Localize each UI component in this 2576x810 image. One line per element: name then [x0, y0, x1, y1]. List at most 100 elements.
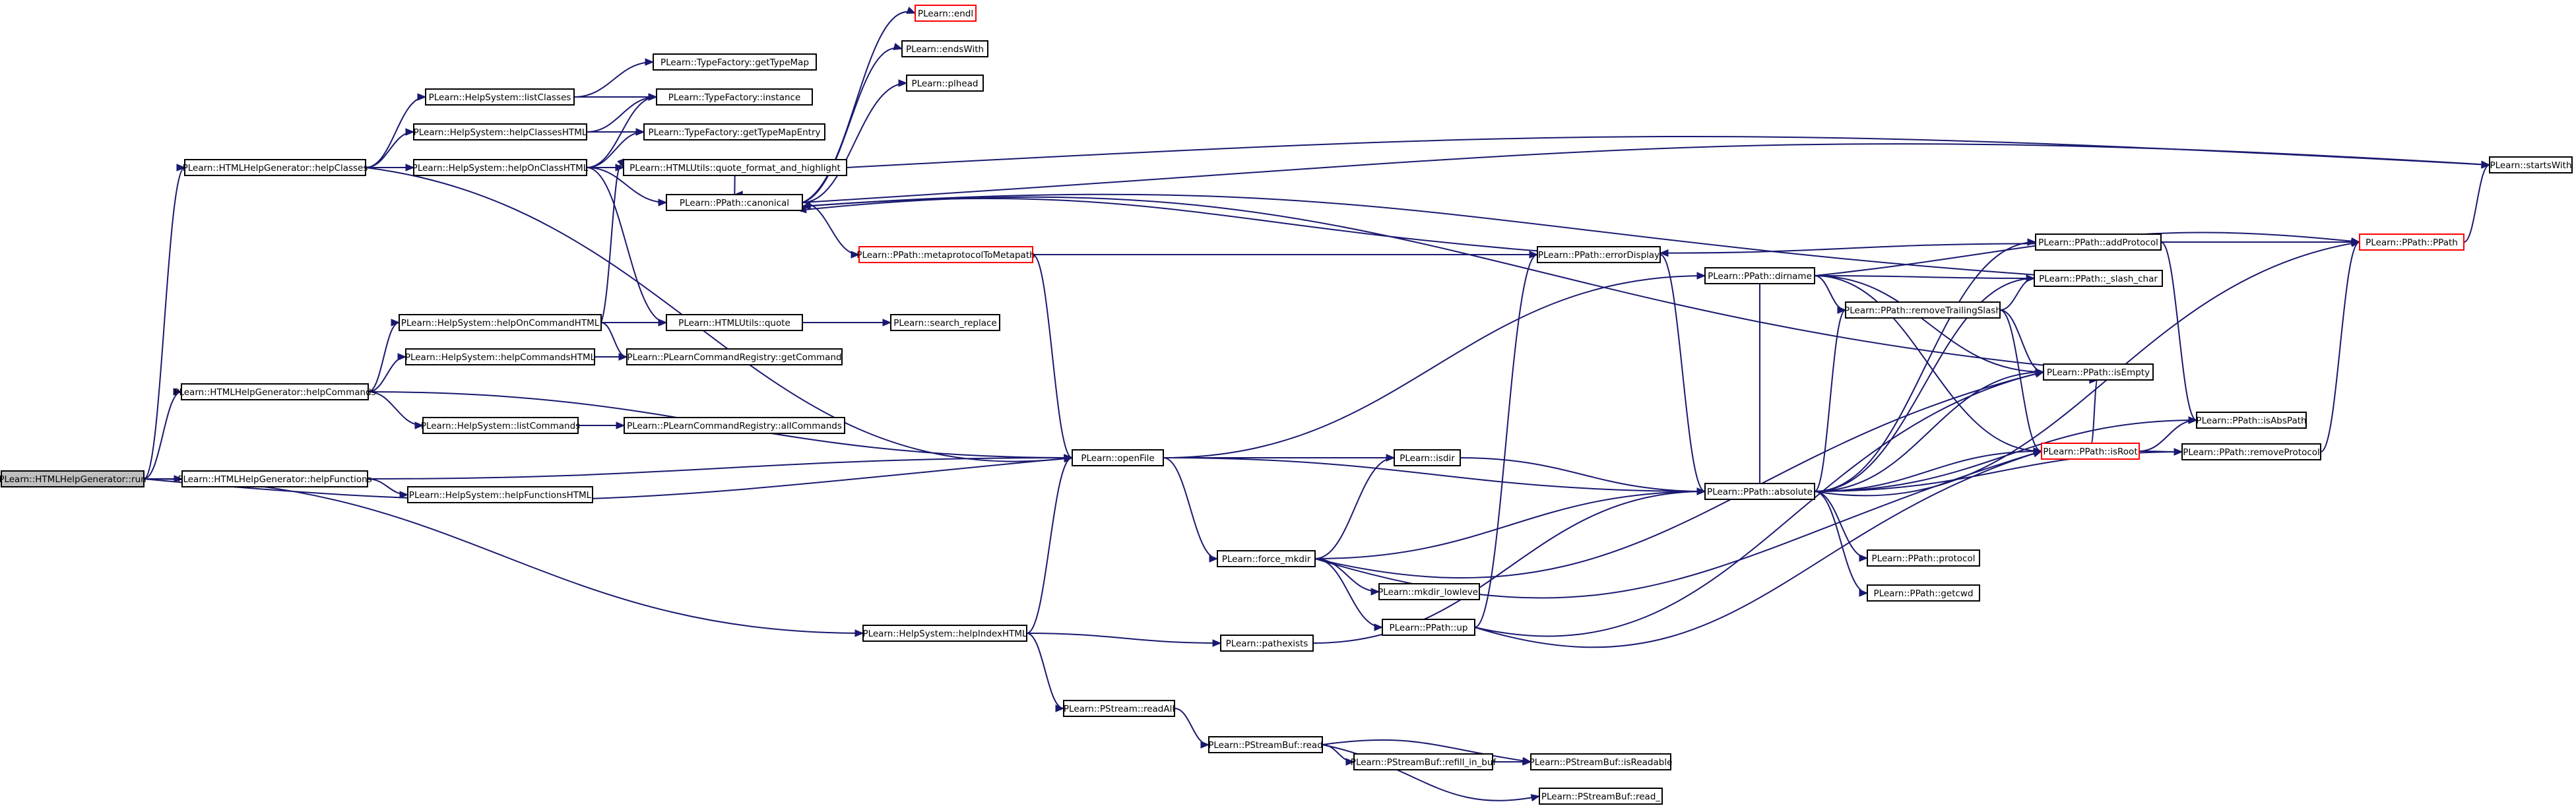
node-label: PLearn::PPath::getcwd — [1873, 588, 1973, 599]
arrowhead — [1696, 272, 1706, 280]
call-edge — [1322, 739, 1531, 763]
node-readAll[interactable]: PLearn::PStream::readAll — [1063, 700, 1175, 717]
node-addProtocol[interactable]: PLearn::PPath::addProtocol — [2035, 234, 2162, 251]
node-label: PLearn::PPath::metaprotocolToMetapath — [856, 250, 1035, 261]
call-edge — [1474, 254, 1538, 628]
node-isAbsPath[interactable]: PLearn::PPath::isAbsPath — [2196, 412, 2307, 429]
node-box — [422, 417, 579, 434]
node-box — [413, 123, 587, 140]
node-endl[interactable]: PLearn::endl — [915, 5, 977, 22]
node-protocol[interactable]: PLearn::PPath::protocol — [1867, 549, 1980, 567]
node-psb_read[interactable]: PLearn::PStreamBuf::read — [1208, 736, 1323, 753]
node-isReadable[interactable]: PLearn::PStreamBuf::isReadable — [1530, 753, 1673, 770]
node-pathexists[interactable]: PLearn::pathexists — [1220, 635, 1314, 652]
node-isRoot[interactable]: PLearn::PPath::isRoot — [2041, 443, 2140, 460]
arrowhead — [2481, 161, 2491, 169]
call-edge — [1026, 457, 1073, 634]
node-box — [623, 159, 847, 176]
node-force_mkdir[interactable]: PLearn::force_mkdir — [1217, 550, 1316, 567]
call-edge — [802, 82, 907, 203]
node-helpClasses[interactable]: PLearn::HTMLHelpGenerator::helpClasses — [183, 159, 368, 176]
node-endsWith[interactable]: PLearn::endsWith — [901, 40, 988, 57]
node-label: PLearn::force_mkdir — [1222, 554, 1311, 565]
node-label: PLearn::PPath::isRoot — [2043, 447, 2137, 457]
node-slash_char[interactable]: PLearn::PPath::_slash_char — [2034, 270, 2163, 287]
node-getcwd[interactable]: PLearn::PPath::getcwd — [1867, 584, 1980, 602]
node-startsWith[interactable]: PLearn::startsWith — [2489, 156, 2573, 173]
arrowhead — [1859, 589, 1869, 597]
node-getCommand[interactable]: PLearn::PLearnCommandRegistry::getComman… — [626, 348, 843, 365]
node-box — [1537, 246, 1661, 263]
arrowhead — [618, 353, 628, 361]
node-quote[interactable]: PLearn::HTMLUtils::quote — [666, 314, 803, 331]
node-run[interactable]: PLearn::HTMLHelpGenerator::run — [0, 470, 146, 487]
node-removeTrailingSlash[interactable]: PLearn::PPath::removeTrailingSlash — [1844, 301, 2001, 319]
node-helpFunctionsHTML[interactable]: PLearn::HelpSystem::helpFunctionsHTML — [407, 486, 593, 503]
node-helpFunctions[interactable]: PLearn::HTMLHelpGenerator::helpFunctions — [177, 470, 372, 487]
node-canonical[interactable]: PLearn::PPath::canonical — [666, 194, 803, 211]
call-edge — [368, 322, 400, 392]
call-edge — [1314, 457, 1395, 559]
node-helpIndexHTML[interactable]: PLearn::HelpSystem::helpIndexHTML — [862, 625, 1027, 642]
node-allCommands[interactable]: PLearn::PLearnCommandRegistry::allComman… — [624, 417, 845, 434]
node-box — [181, 383, 369, 400]
node-isdir[interactable]: PLearn::isdir — [1394, 449, 1461, 466]
node-mkdir_lowlevel[interactable]: PLearn::mkdir_lowlevel — [1378, 583, 1481, 600]
arrowhead — [2027, 238, 2037, 246]
arrowhead — [658, 199, 668, 206]
node-listClasses[interactable]: PLearn::HelpSystem::listClasses — [425, 88, 575, 106]
call-edge — [1814, 275, 1846, 311]
node-dirname[interactable]: PLearn::PPath::dirname — [1704, 267, 1815, 284]
arrowhead — [414, 421, 424, 429]
node-helpOnClassHTML[interactable]: PLearn::HelpSystem::helpOnClassHTML — [412, 159, 589, 176]
node-isEmpty[interactable]: PLearn::PPath::isEmpty — [2043, 363, 2154, 381]
call-edge — [802, 11, 916, 203]
call-edge — [2160, 241, 2197, 421]
node-PPath[interactable]: PLearn::PPath::PPath — [2359, 234, 2464, 251]
node-box — [1867, 549, 1980, 567]
function-nodes: PLearn::HTMLHelpGenerator::run PLearn::HT… — [0, 5, 2573, 805]
node-box — [1063, 700, 1175, 717]
node-metaprotocol[interactable]: PLearn::PPath::metaprotocolToMetapath — [856, 246, 1035, 263]
arrowhead — [893, 42, 903, 50]
node-absolute[interactable]: PLearn::PPath::absolute — [1704, 483, 1815, 500]
call-edge — [1032, 254, 1073, 458]
node-helpClassesHTML[interactable]: PLearn::HelpSystem::helpClassesHTML — [413, 123, 587, 140]
node-getTypeMap[interactable]: PLearn::TypeFactory::getTypeMap — [653, 53, 817, 71]
node-helpCommands[interactable]: PLearn::HTMLHelpGenerator::helpCommands — [174, 383, 376, 400]
node-getTypeMapEntry[interactable]: PLearn::TypeFactory::getTypeMapEntry — [643, 123, 825, 140]
node-box — [405, 348, 595, 365]
node-box — [858, 246, 1033, 263]
arrowhead — [635, 128, 645, 136]
call-edge — [1659, 254, 1706, 492]
node-label: PLearn::PPath::removeProtocol — [2183, 447, 2320, 458]
node-errorDisplay[interactable]: PLearn::PPath::errorDisplay — [1537, 246, 1661, 263]
node-label: PLearn::TypeFactory::instance — [668, 92, 801, 103]
node-helpCommandsHTML[interactable]: PLearn::HelpSystem::helpCommandsHTML — [405, 348, 596, 365]
node-openFile[interactable]: PLearn::openFile — [1072, 449, 1164, 466]
arrowhead — [1209, 555, 1219, 563]
node-helpOnCommandHTML[interactable]: PLearn::HelpSystem::helpOnCommandHTML — [399, 314, 602, 331]
arrowhead — [1055, 704, 1065, 712]
arrowhead — [1370, 588, 1380, 596]
node-label: PLearn::HTMLHelpGenerator::run — [0, 474, 146, 485]
node-label: PLearn::PPath::isEmpty — [2047, 367, 2150, 378]
node-removeProtocol[interactable]: PLearn::PPath::removeProtocol — [2181, 443, 2321, 460]
node-quote_format[interactable]: PLearn::HTMLUtils::quote_format_and_high… — [623, 159, 847, 176]
node-plhead[interactable]: PLearn::plhead — [906, 75, 984, 92]
node-listCommands[interactable]: PLearn::HelpSystem::listCommands — [421, 417, 580, 434]
node-instance[interactable]: PLearn::TypeFactory::instance — [656, 88, 813, 106]
node-read_[interactable]: PLearn::PStreamBuf::read_ — [1539, 788, 1663, 805]
node-label: PLearn::PPath::errorDisplay — [1538, 250, 1659, 261]
node-box — [1539, 788, 1663, 805]
node-label: PLearn::PStreamBuf::read — [1208, 740, 1323, 751]
call-edge — [600, 322, 628, 358]
node-box — [407, 486, 593, 503]
node-label: PLearn::mkdir_lowlevel — [1378, 587, 1481, 598]
call-edge — [368, 391, 424, 426]
node-up[interactable]: PLearn::PPath::up — [1382, 619, 1475, 636]
arrowhead — [1522, 758, 1532, 766]
node-search_replace[interactable]: PLearn::search_replace — [890, 314, 1000, 331]
node-label: PLearn::openFile — [1081, 453, 1154, 464]
node-refill_in_buf[interactable]: PLearn::PStreamBuf::refill_in_buf — [1351, 753, 1497, 770]
